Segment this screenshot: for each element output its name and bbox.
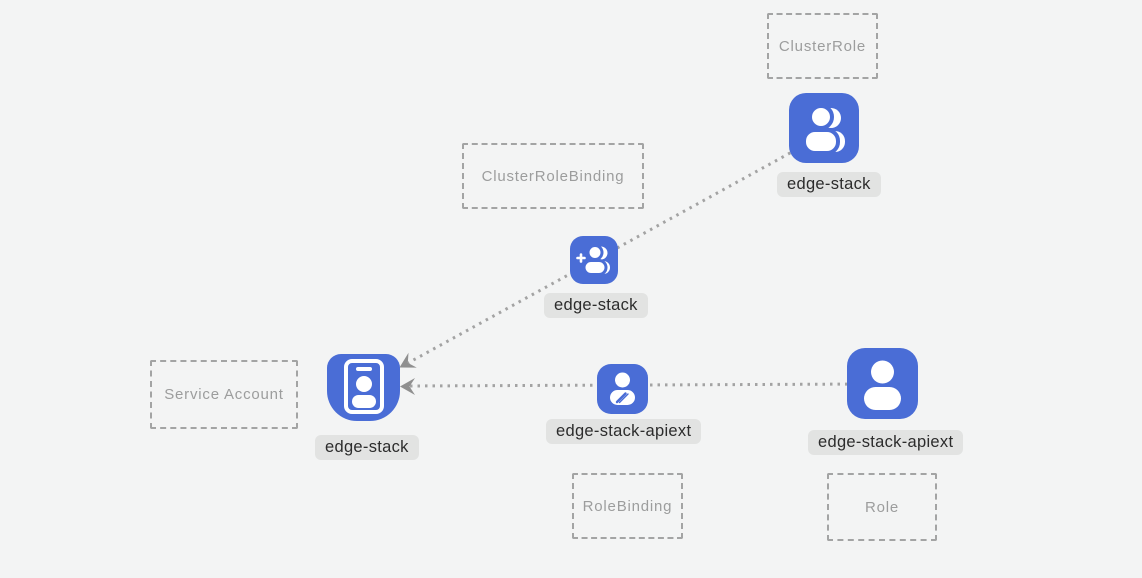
type-box-role-label: Role bbox=[864, 498, 900, 516]
type-box-serviceaccount-label: Service Account bbox=[164, 386, 284, 403]
type-box-clusterrolebinding-label: ClusterRoleBinding bbox=[481, 167, 625, 185]
node-clusterrolebinding-name: edge-stack bbox=[544, 293, 648, 318]
node-rolebinding[interactable] bbox=[597, 364, 648, 414]
node-role-name: edge-stack-apiext bbox=[808, 430, 964, 455]
type-box-rolebinding: RoleBinding bbox=[572, 473, 683, 539]
users-icon bbox=[789, 93, 859, 163]
edge-role-to-serviceaccount bbox=[408, 382, 871, 388]
arrowhead-into-serviceaccount-bottom bbox=[400, 378, 415, 395]
type-box-clusterrolebinding: ClusterRoleBinding bbox=[462, 143, 644, 209]
type-box-role: Role bbox=[827, 473, 937, 541]
user-icon bbox=[847, 348, 918, 419]
node-role[interactable] bbox=[847, 348, 918, 419]
type-box-serviceaccount: Service Account bbox=[150, 360, 298, 429]
node-clusterrole-name: edge-stack bbox=[777, 172, 881, 197]
type-box-clusterrole: ClusterRole bbox=[767, 13, 878, 79]
id-badge-icon bbox=[327, 354, 400, 421]
user-edit-icon bbox=[597, 364, 648, 414]
type-box-clusterrole-label: ClusterRole bbox=[778, 37, 867, 55]
type-box-rolebinding-label: RoleBinding bbox=[582, 497, 673, 515]
node-serviceaccount-name: edge-stack bbox=[315, 435, 419, 460]
node-clusterrolebinding[interactable] bbox=[570, 236, 618, 284]
node-clusterrole[interactable] bbox=[789, 93, 859, 163]
user-plus-icon bbox=[570, 236, 618, 284]
node-rolebinding-name: edge-stack-apiext bbox=[546, 419, 702, 444]
arrowhead-into-serviceaccount-top bbox=[399, 352, 417, 368]
node-serviceaccount[interactable] bbox=[327, 354, 400, 421]
edge-clusterrole-to-serviceaccount bbox=[407, 140, 811, 365]
